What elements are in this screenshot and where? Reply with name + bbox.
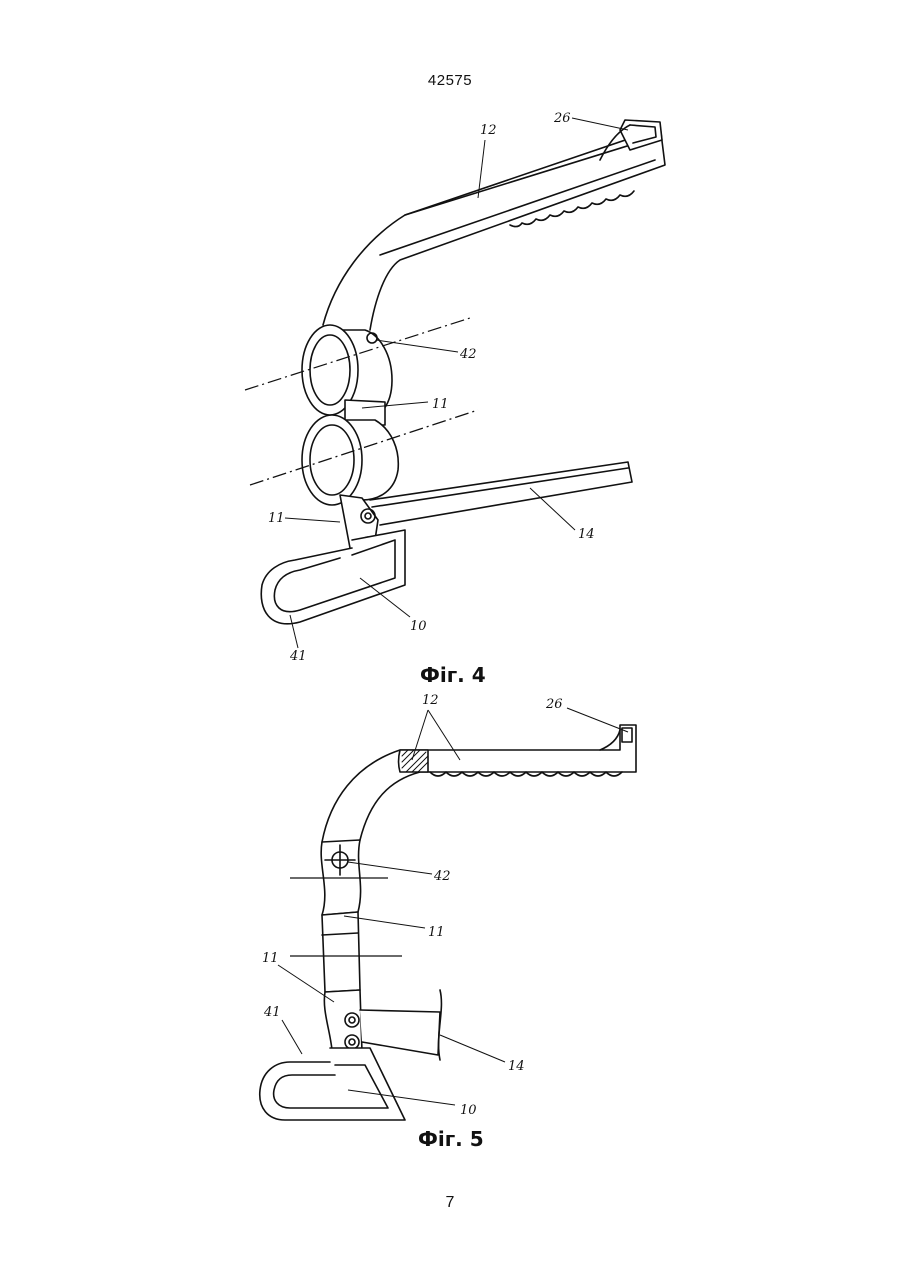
figure-4: 12 26 42 11 11 14 10 41 Фіг. 4 xyxy=(0,0,900,700)
stirrup-41 xyxy=(261,530,405,624)
label-42: 42 xyxy=(433,869,451,884)
label-10: 10 xyxy=(460,1103,477,1118)
label-10: 10 xyxy=(410,619,427,634)
label-26: 26 xyxy=(553,111,571,126)
stirrup-41 xyxy=(260,1048,405,1120)
link-14 xyxy=(360,990,441,1060)
label-41: 41 xyxy=(289,649,307,664)
bracket-11-upper xyxy=(322,912,360,992)
label-26: 26 xyxy=(545,697,563,712)
figure-5-caption: Фіг. 5 xyxy=(418,1127,484,1151)
figure-4-caption: Фіг. 4 xyxy=(420,663,486,687)
label-14: 14 xyxy=(508,1059,525,1074)
label-42: 42 xyxy=(459,347,477,362)
label-14: 14 xyxy=(578,527,595,542)
label-12: 12 xyxy=(480,123,497,138)
figure-5: 12 26 42 11 11 41 14 10 Фіг. 5 xyxy=(0,690,900,1160)
label-11-upper: 11 xyxy=(428,925,445,940)
label-11-lower: 11 xyxy=(262,951,279,966)
label-11-upper: 11 xyxy=(432,397,449,412)
label-12: 12 xyxy=(422,693,439,708)
lower-ring xyxy=(302,415,398,505)
label-11-lower: 11 xyxy=(268,511,285,526)
page-number: 7 xyxy=(0,1194,900,1212)
lever-arm-12 xyxy=(323,120,665,330)
lever-arm-12 xyxy=(322,725,636,842)
label-41: 41 xyxy=(263,1005,281,1020)
link-14 xyxy=(370,462,632,525)
